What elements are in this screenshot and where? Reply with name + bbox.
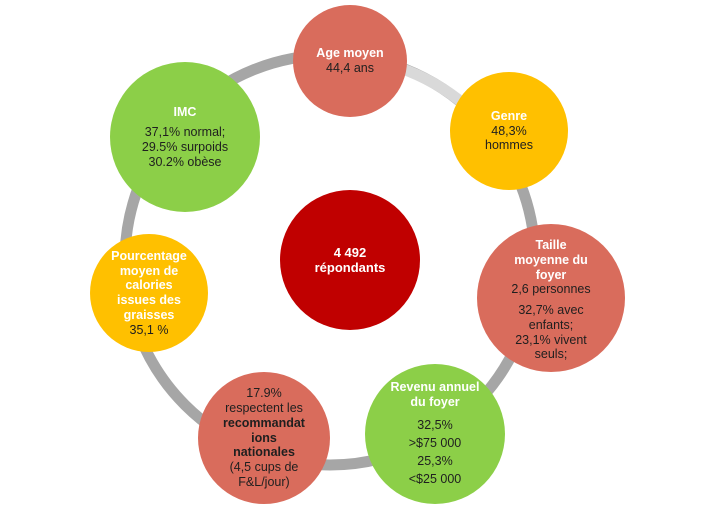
node-income-value: 32,5% >$75 000 25,3% <$25 000 [408, 417, 462, 486]
node-household-value: 2,6 personnes [511, 282, 591, 297]
node-recommendations: 17.9% respectent les recommandat ions na… [198, 372, 330, 504]
node-calories-title: Pourcentage moyen de calories issues des… [111, 248, 187, 322]
ring-highlight-segment [398, 62, 469, 110]
node-gender: Genre 48,3% hommes [450, 72, 568, 190]
node-calories-value: 35,1 % [129, 322, 169, 337]
node-recommendations-post: (4,5 cups de F&L/jour) [229, 460, 299, 489]
node-household: Taille moyenne du foyer 2,6 personnes 32… [477, 224, 625, 372]
node-gender-value: 48,3% hommes [485, 123, 533, 153]
center-circle: 4 492 répondants [280, 190, 420, 330]
node-bmi: IMC 37,1% normal; 29.5% surpoids 30.2% o… [110, 62, 260, 212]
node-bmi-title: IMC [173, 104, 197, 119]
node-recommendations-title: recommandat ions nationales [223, 415, 305, 460]
node-age-title: Age moyen [316, 46, 384, 61]
node-gender-title: Genre [490, 108, 528, 123]
node-income: Revenu annuel du foyer 32,5% >$75 000 25… [365, 364, 505, 504]
node-household-detail: 32,7% avec enfants; 23,1% vivent seuls; [515, 303, 587, 362]
node-age-value: 44,4 ans [326, 61, 374, 75]
center-title: 4 492 répondants [314, 244, 386, 275]
node-calories: Pourcentage moyen de calories issues des… [90, 234, 208, 352]
node-income-title: Revenu annuel du foyer [390, 380, 480, 409]
node-bmi-value: 37,1% normal; 29.5% surpoids 30.2% obèse [141, 125, 229, 169]
node-age: Age moyen 44,4 ans [293, 5, 407, 117]
node-household-title: Taille moyenne du foyer [514, 238, 588, 282]
node-recommendations-pre: 17.9% respectent les [225, 386, 303, 416]
